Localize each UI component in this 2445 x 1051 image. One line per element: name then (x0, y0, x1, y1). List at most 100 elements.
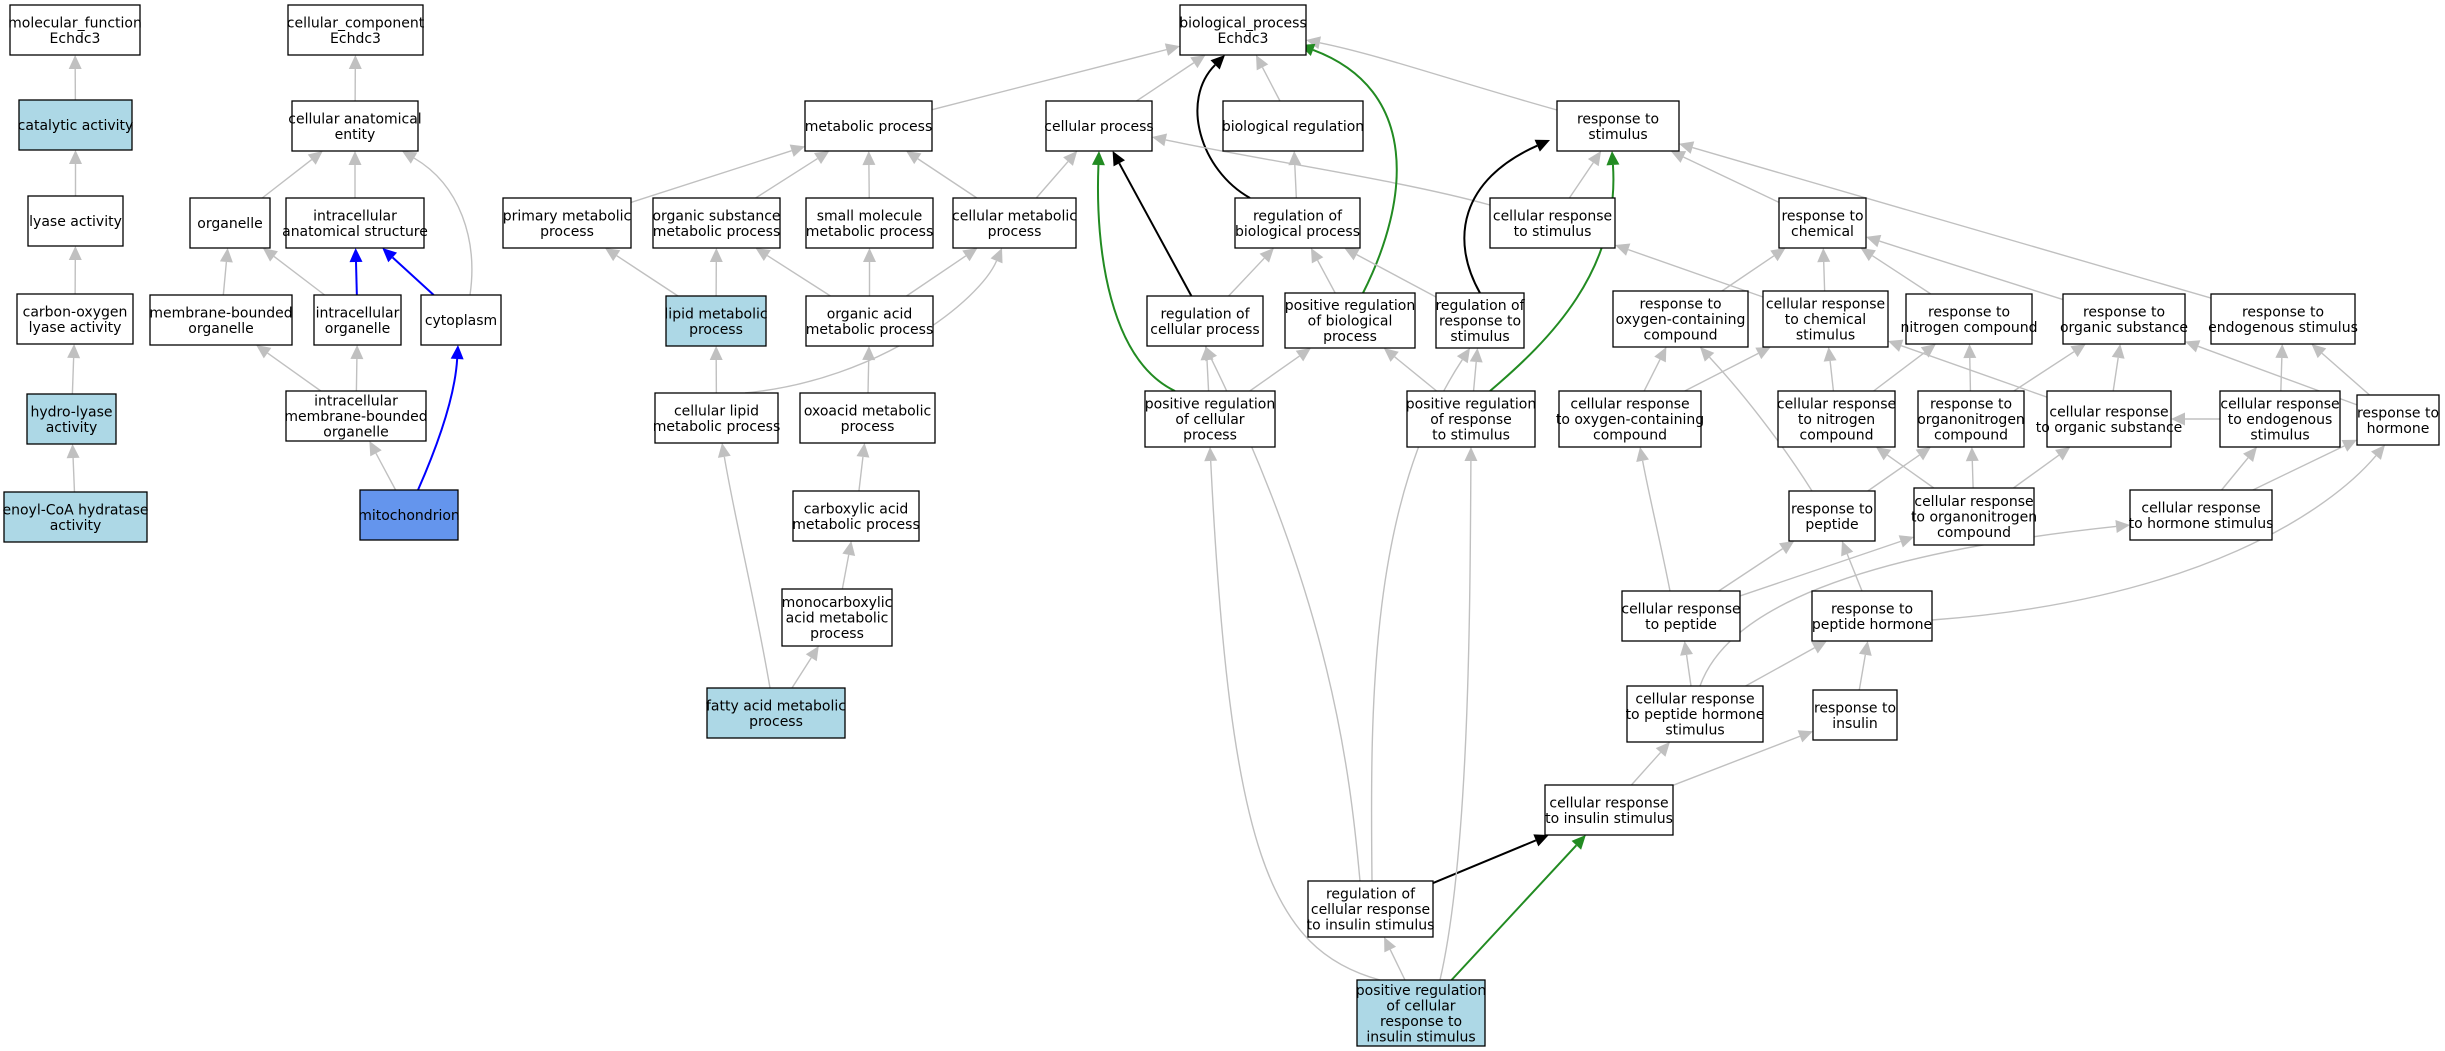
go-term-node-bioreg[interactable]: biological regulation (1222, 100, 1364, 152)
go-term-box[interactable] (9, 4, 141, 56)
go-term-box[interactable] (804, 100, 933, 152)
go-term-box[interactable] (1913, 487, 2035, 546)
go-term-box[interactable] (1222, 100, 1364, 152)
go-term-box[interactable] (1144, 390, 1276, 448)
go-term-node-cellproc[interactable]: cellular process (1044, 100, 1154, 152)
go-term-box[interactable] (799, 392, 936, 444)
go-term-box[interactable] (16, 293, 134, 345)
go-term-box[interactable] (18, 99, 133, 151)
go-term-node-catalytic[interactable]: catalytic activity (18, 99, 134, 151)
go-term-node-lyase[interactable]: lyase activity (27, 195, 124, 247)
go-term-box[interactable] (420, 294, 502, 346)
go-term-node-mito[interactable]: mitochondrion (358, 489, 460, 541)
go-term-box[interactable] (285, 390, 427, 442)
go-term-box[interactable] (805, 295, 934, 347)
go-term-box[interactable] (2062, 293, 2186, 345)
go-term-box[interactable] (1489, 197, 1616, 249)
go-term-box[interactable] (1284, 292, 1416, 349)
go-term-box[interactable] (1234, 197, 1361, 249)
go-term-box[interactable] (1556, 100, 1680, 152)
go-term-box[interactable] (952, 197, 1077, 249)
go-term-box[interactable] (1778, 197, 1867, 249)
go-term-node-cytoplasm[interactable]: cytoplasm (420, 294, 502, 346)
go-term-box[interactable] (2046, 390, 2172, 448)
go-term-box[interactable] (2356, 394, 2440, 446)
go-term-box[interactable] (149, 294, 293, 346)
go-term-box[interactable] (291, 100, 419, 152)
go-term-box[interactable] (652, 197, 781, 249)
go-term-box[interactable] (26, 393, 117, 445)
go-term-box[interactable] (313, 294, 402, 346)
go-term-box[interactable] (665, 295, 767, 347)
go-term-box[interactable] (2219, 390, 2341, 448)
go-term-box[interactable] (781, 588, 893, 647)
go-term-box[interactable] (1558, 390, 1702, 448)
go-term-box[interactable] (1146, 295, 1264, 347)
go-term-box[interactable] (27, 195, 124, 247)
go-term-box[interactable] (502, 197, 632, 249)
go-term-node-metab[interactable]: metabolic process (804, 100, 933, 152)
go-term-box[interactable] (2129, 489, 2273, 541)
go-term-box[interactable] (706, 687, 846, 739)
go-term-box[interactable] (1762, 290, 1889, 348)
go-term-box[interactable] (1179, 4, 1307, 56)
go-term-box[interactable] (1612, 290, 1749, 348)
go-term-box[interactable] (792, 490, 920, 542)
go-term-box[interactable] (285, 197, 425, 249)
go-term-box[interactable] (1811, 590, 1933, 642)
go-term-box[interactable] (2210, 293, 2356, 345)
go-term-box[interactable] (1544, 784, 1674, 836)
go-term-box[interactable] (1045, 100, 1153, 152)
go-term-box[interactable] (1435, 292, 1525, 349)
go-term-box[interactable] (1788, 490, 1876, 542)
go-term-box[interactable] (1406, 390, 1536, 448)
